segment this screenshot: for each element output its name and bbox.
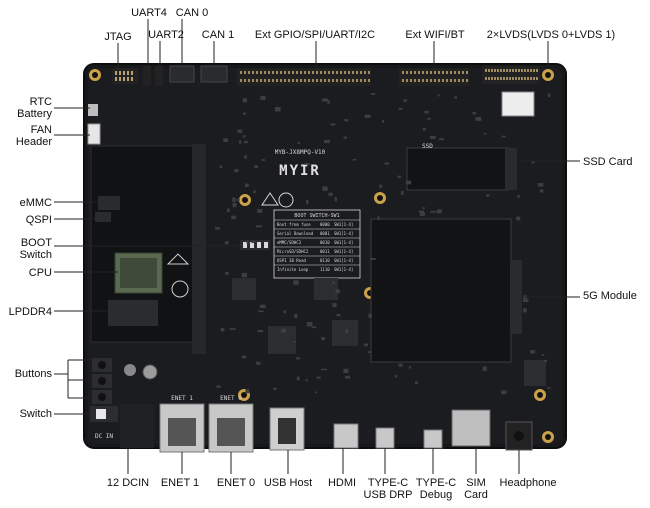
label-usb-host: USB Host — [263, 477, 313, 489]
can1-connector — [200, 65, 228, 83]
label-rtc-battery: RTC Battery — [0, 96, 52, 120]
label-rtc-line2: Battery — [17, 108, 52, 120]
buttons-group — [92, 358, 112, 404]
typec-debug-port — [423, 429, 443, 449]
label-sim-line2: Card — [464, 489, 488, 501]
label-headphone: Headphone — [499, 477, 557, 489]
boot-table-title: BOOT SWITCH-SW1 — [294, 213, 339, 219]
board-id-silk: MYB-JX8MPQ-V10 — [275, 149, 326, 156]
label-sim-card: SIM Card — [456, 477, 496, 501]
lvds-header — [482, 66, 540, 84]
boot-table-cell: SW1[1-4] — [334, 267, 353, 272]
label-typec-debug-line2: Debug — [419, 489, 453, 501]
label-boot-line1: BOOT — [20, 237, 52, 249]
uart2-header — [155, 66, 163, 86]
label-qspi: QSPI — [25, 214, 52, 226]
boot-table-cell: eMMC/SDHC3 — [277, 240, 302, 245]
boot-table-cell: 0110 — [320, 258, 330, 263]
uart4-header — [143, 66, 151, 86]
label-boot-line2: Switch — [19, 249, 52, 261]
qspi-chip — [95, 212, 111, 222]
label-emmc: eMMC — [19, 197, 52, 209]
jtag-header — [112, 68, 138, 84]
dc-in-silk: DC IN — [95, 433, 113, 440]
boot-table-cell: 0001 — [320, 231, 330, 236]
boot-table-cell: SW1[1-4] — [334, 258, 353, 263]
label-typec-drp-line2: USB DRP — [363, 489, 413, 501]
label-ext-gpio: Ext GPIO/SPI/UART/I2C — [254, 29, 376, 41]
label-sim-line1: SIM — [466, 477, 486, 489]
enet1-silk: ENET 1 — [171, 395, 193, 402]
boot-table-cell: SW1[1-4] — [334, 231, 353, 236]
label-rtc-line1: RTC — [29, 96, 52, 108]
label-hdmi: HDMI — [327, 477, 357, 489]
boot-table-cell: 0010 — [320, 240, 330, 245]
ext-wifi-header — [399, 68, 469, 86]
label-fan-header: FAN Header — [0, 124, 52, 148]
can0-connector — [169, 65, 195, 83]
module-5g-slot — [370, 218, 512, 363]
label-ext-wifi: Ext WIFI/BT — [405, 29, 465, 41]
label-uart4: UART4 — [131, 7, 167, 19]
label-fan-line1: FAN — [30, 124, 52, 136]
leader-lines — [54, 19, 580, 474]
label-can0: CAN 0 — [175, 7, 209, 19]
label-typec-debug-line1: TYPE-C — [415, 477, 457, 489]
label-enet0: ENET 0 — [216, 477, 256, 489]
label-uart2: UART2 — [148, 29, 184, 41]
label-jtag: JTAG — [104, 31, 132, 43]
boot-table-cell: 0000 — [320, 222, 330, 227]
module-socket — [192, 144, 206, 354]
boot-table-cell: 1110 — [320, 267, 330, 272]
boot-table-cell: SW1[1-4] — [334, 249, 353, 254]
label-typec-drp: TYPE-C USB DRP — [356, 477, 420, 501]
label-boot-switch: BOOT Switch — [0, 237, 52, 261]
label-ssd-card: SSD Card — [583, 156, 633, 168]
boot-table-cell: QSPI 3B Read — [277, 258, 306, 263]
ssd-card-slot — [406, 147, 510, 191]
boot-table-cell: MicroSD/SDHC2 — [277, 249, 309, 254]
label-switch: Switch — [19, 408, 52, 420]
label-5g-module: 5G Module — [583, 290, 637, 302]
label-dcin: 12 DCIN — [106, 477, 150, 489]
rtc-battery-holder — [88, 104, 98, 116]
dcin-jack — [120, 404, 154, 448]
label-cpu: CPU — [28, 267, 52, 279]
boot-table-cell: Boot from fuse — [277, 222, 311, 227]
boot-table-cell: SW1[1-4] — [334, 222, 353, 227]
label-buttons: Buttons — [14, 368, 52, 380]
boot-table-cell: Serial Download — [277, 231, 314, 236]
typec-drp-port — [375, 427, 395, 449]
label-typec-debug: TYPE-C Debug — [406, 477, 466, 501]
ext-gpio-header — [237, 68, 371, 86]
boot-table-cell: Infinite Loop — [277, 267, 309, 272]
rohs-icon — [278, 192, 294, 208]
label-fan-line2: Header — [15, 136, 52, 148]
emmc-chip — [98, 196, 120, 210]
boot-table-cell: SW1[1-4] — [334, 240, 353, 245]
label-enet1: ENET 1 — [160, 477, 200, 489]
lpddr4-chip — [108, 300, 158, 326]
boot-table-cell: 0011 — [320, 249, 330, 254]
enet0-silk: ENET 0 — [220, 395, 242, 402]
ssd-silk: SSD — [422, 143, 433, 150]
hdmi-port — [333, 423, 359, 449]
label-typec-drp-line1: TYPE-C — [367, 477, 409, 489]
label-can1: CAN 1 — [201, 29, 235, 41]
boot-switch — [240, 240, 270, 250]
label-lpddr4: LPDDR4 — [8, 306, 52, 318]
fan-header-connector — [87, 123, 101, 145]
sim-card-slot — [451, 409, 491, 447]
label-lvds: 2×LVDS(LVDS 0+LVDS 1) — [486, 29, 616, 41]
brand-logo-text: MYIR — [279, 163, 321, 179]
